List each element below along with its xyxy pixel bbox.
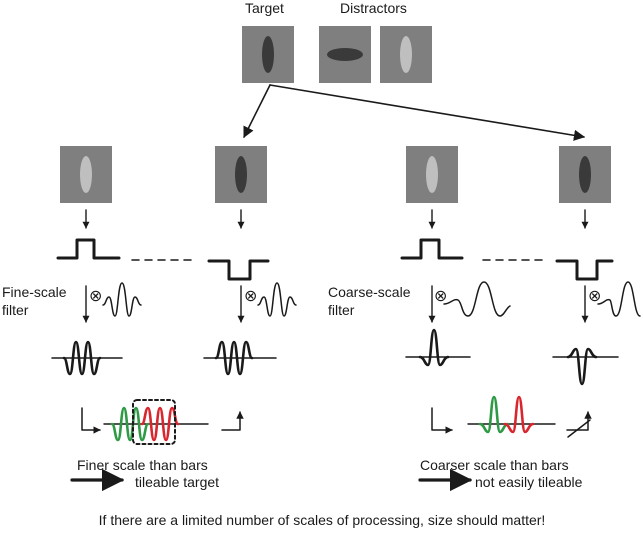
conclusion-text: If there are a limited number of scales … (98, 512, 546, 528)
fine-filter-kernel (257, 282, 297, 317)
target-label: Target (245, 0, 284, 16)
arrow-target-to-fine (243, 84, 271, 139)
dark-vertical-bar (235, 156, 247, 193)
fine-caption-line1: Finer scale than bars (77, 457, 208, 473)
coarse-response-wave (566, 347, 598, 386)
tiling-green-wave (110, 406, 150, 442)
fine-caption-line2: tileable target (135, 474, 220, 490)
light-vertical-bar (400, 36, 412, 73)
fine-response-wave (62, 340, 102, 376)
arrow-target-to-coarse (269, 84, 586, 141)
bent-arrow-out-of-tiling (221, 411, 244, 431)
coarse-caption-line1: Coarser scale than bars (420, 457, 569, 473)
bent-arrow-into-tiling (431, 407, 453, 434)
fine-filter-kernel (102, 282, 142, 317)
dark-bar-profile (207, 259, 270, 281)
convolution-symbol: ⊗ (434, 288, 448, 305)
distractors-label: Distractors (340, 0, 407, 16)
bright-bar-profile (400, 238, 464, 260)
coarse-light-stimulus-box (406, 146, 458, 203)
bent-arrow-out-of-tiling (566, 411, 592, 431)
dark-vertical-bar (579, 156, 591, 193)
convolution-symbol: ⊗ (244, 288, 258, 305)
bent-arrow-into-tiling (81, 407, 101, 434)
light-vertical-bar (426, 156, 438, 193)
overlap-dashed-box (132, 399, 176, 445)
fine-filter-label-line1: Fine-scale (2, 284, 67, 300)
coarse-response-wave (418, 328, 450, 367)
bright-bar-profile (56, 238, 121, 260)
coarse-filter-label-line2: filter (328, 302, 355, 318)
dark-bar-profile (555, 259, 614, 281)
tiling-red-wave (140, 406, 180, 442)
dark-horizontal-bar (327, 48, 363, 61)
fine-response-wave (214, 340, 254, 376)
light-vertical-bar (80, 156, 92, 193)
target-stimulus-box (242, 26, 294, 83)
tiling-green-wave (478, 395, 510, 434)
fine-filter-label-line2: filter (2, 302, 29, 318)
distractor-horizontal-box (319, 26, 371, 83)
convolution-symbol: ⊗ (89, 288, 103, 305)
fine-dark-stimulus-box (215, 146, 267, 203)
coarse-dark-stimulus-box (559, 146, 611, 203)
convolution-symbol: ⊗ (588, 288, 602, 305)
coarse-filter-kernel (443, 281, 511, 317)
dark-vertical-bar (262, 36, 274, 73)
tiling-red-wave (503, 395, 535, 434)
fine-light-stimulus-box (60, 146, 112, 203)
distractor-light-box (380, 26, 432, 83)
coarse-filter-kernel (597, 281, 641, 317)
coarse-filter-label-line1: Coarse-scale (328, 284, 411, 300)
coarse-caption-line2: not easily tileable (475, 474, 583, 490)
blocked-slash (567, 419, 591, 438)
